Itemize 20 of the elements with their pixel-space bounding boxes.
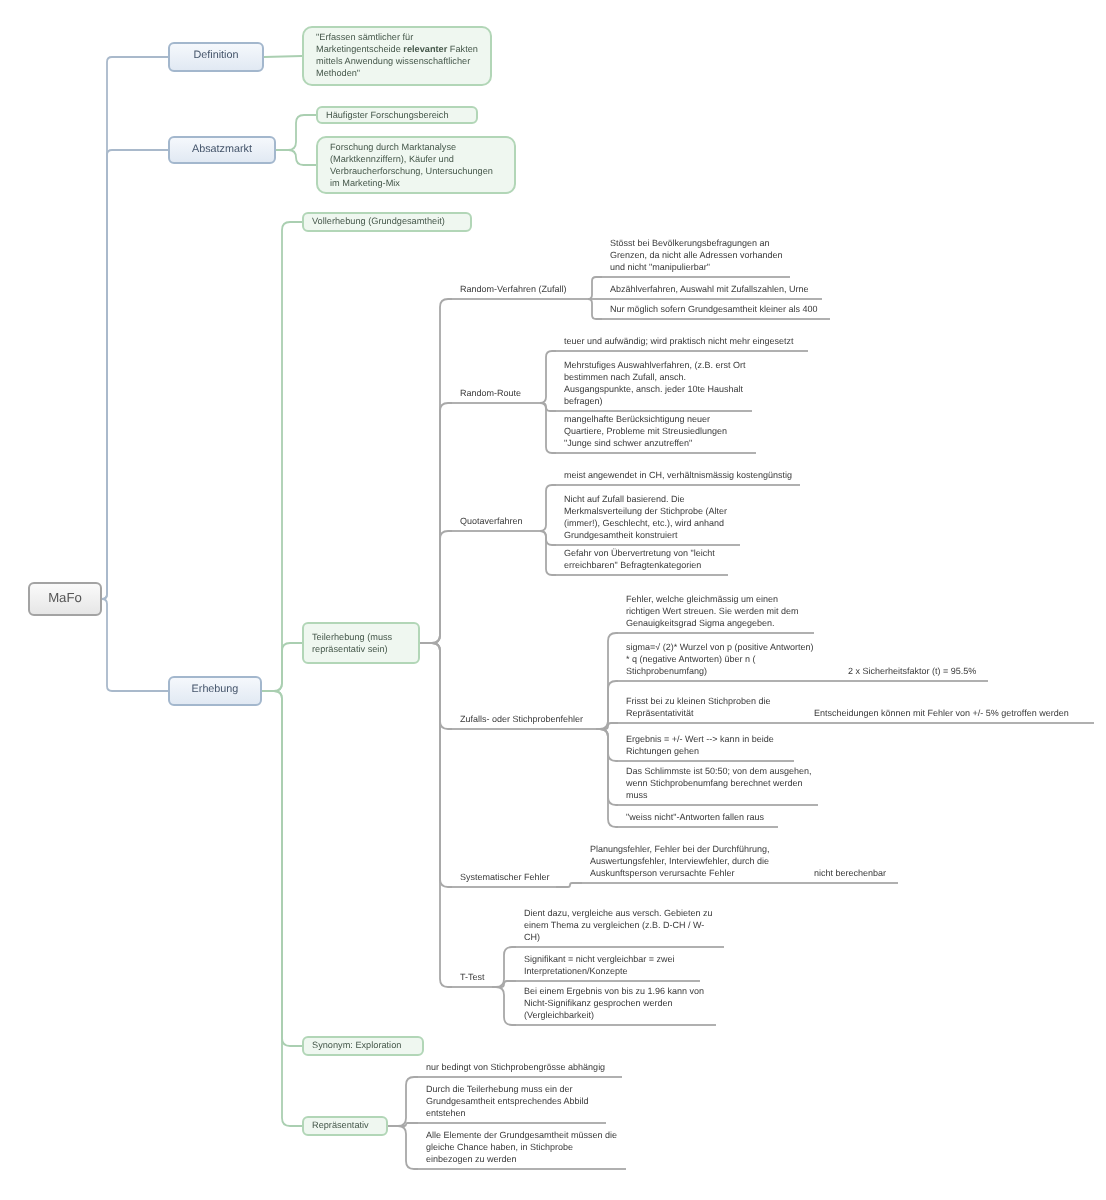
connector-line (101, 149, 169, 600)
connector-line (781, 882, 807, 884)
connector-line (387, 1125, 419, 1170)
connector-line (101, 598, 169, 692)
connector-line (275, 149, 317, 166)
connector-line (789, 722, 807, 724)
connector-line (419, 642, 453, 988)
connector-line (539, 484, 557, 532)
connector-line (263, 55, 303, 58)
connector-line (587, 298, 603, 320)
connector-line (539, 530, 557, 576)
connector-line (821, 680, 841, 682)
connector-line (539, 402, 557, 412)
connector-line (555, 882, 583, 888)
connector-line (595, 728, 619, 828)
connector-line (587, 276, 603, 300)
connector-line (261, 690, 303, 1127)
connector-line (491, 986, 517, 1026)
connector-line (539, 402, 557, 454)
connector-line (587, 298, 603, 300)
